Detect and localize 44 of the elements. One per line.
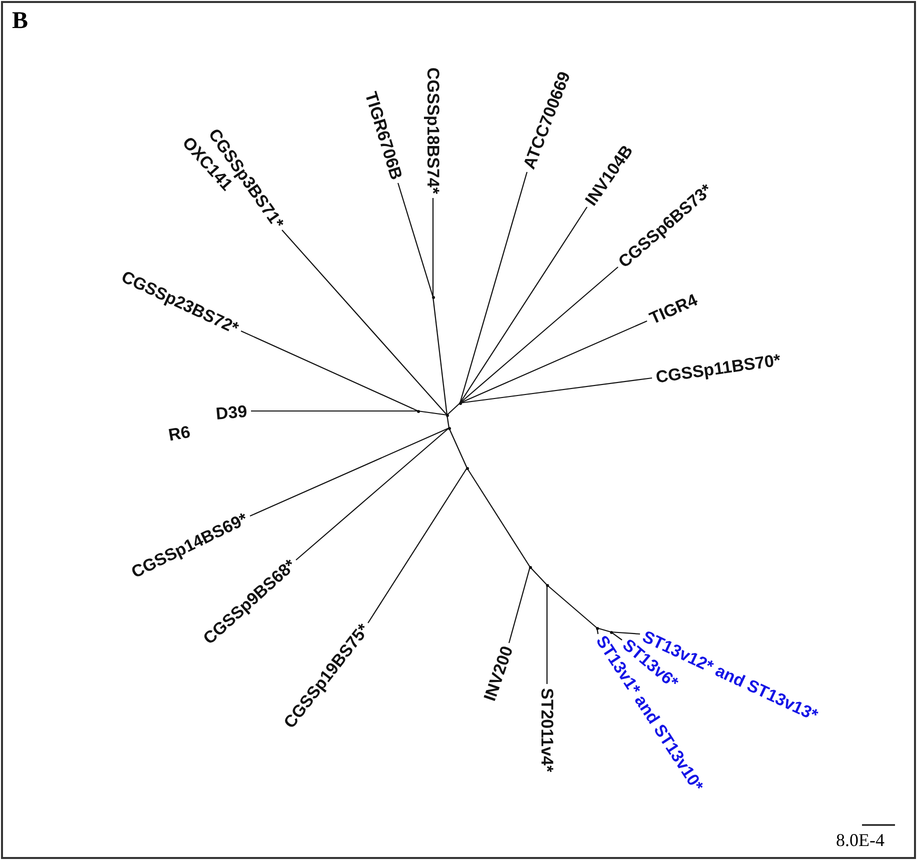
tree-branch bbox=[368, 468, 468, 624]
branch-point bbox=[596, 626, 598, 630]
tree-branch bbox=[251, 410, 418, 412]
branch-point bbox=[446, 414, 448, 416]
tree-branch bbox=[250, 428, 450, 516]
taxon-label: CGSSp11BS70* bbox=[654, 352, 782, 386]
taxon-label: D39 bbox=[215, 402, 248, 423]
tree-branch bbox=[610, 632, 622, 640]
tree-branch bbox=[418, 410, 448, 416]
branch-point bbox=[448, 426, 450, 430]
tree-branch bbox=[460, 206, 588, 404]
tree-branch bbox=[530, 566, 548, 586]
tree-branch bbox=[446, 414, 450, 428]
taxon-label: R6 bbox=[167, 423, 192, 444]
tree-branch bbox=[240, 330, 418, 412]
tree-branch bbox=[432, 198, 434, 297]
branch-point bbox=[528, 566, 532, 568]
panel-letter: B bbox=[12, 8, 28, 35]
branch-point bbox=[432, 296, 434, 298]
taxon-label: INV200 bbox=[481, 644, 516, 704]
tree-branch bbox=[546, 585, 548, 684]
tree-branch bbox=[460, 377, 652, 404]
taxon-label: ST2011v4* bbox=[538, 688, 556, 772]
tree-branch bbox=[546, 584, 598, 628]
tree-branch bbox=[466, 468, 530, 568]
scale-label: 8.0E-4 bbox=[836, 830, 884, 851]
tree-branch bbox=[448, 428, 468, 468]
tree-branch bbox=[432, 296, 448, 416]
branch-point bbox=[610, 630, 612, 634]
tree-branch bbox=[296, 428, 450, 560]
tree-branch bbox=[610, 631, 640, 635]
branch-point bbox=[466, 466, 468, 470]
tree-branch bbox=[596, 627, 612, 633]
taxon-label: CGSSp18BS74* bbox=[424, 67, 442, 194]
tree-branch bbox=[446, 402, 460, 416]
tree-branch bbox=[397, 182, 434, 298]
tree-branch bbox=[460, 266, 618, 404]
branch-point bbox=[546, 584, 548, 586]
tree-branch bbox=[460, 320, 648, 404]
tree-branch bbox=[282, 230, 448, 416]
tree-branch bbox=[508, 566, 531, 644]
tree-branch bbox=[459, 172, 528, 404]
branch-point bbox=[416, 410, 420, 412]
branch-point bbox=[458, 402, 462, 404]
